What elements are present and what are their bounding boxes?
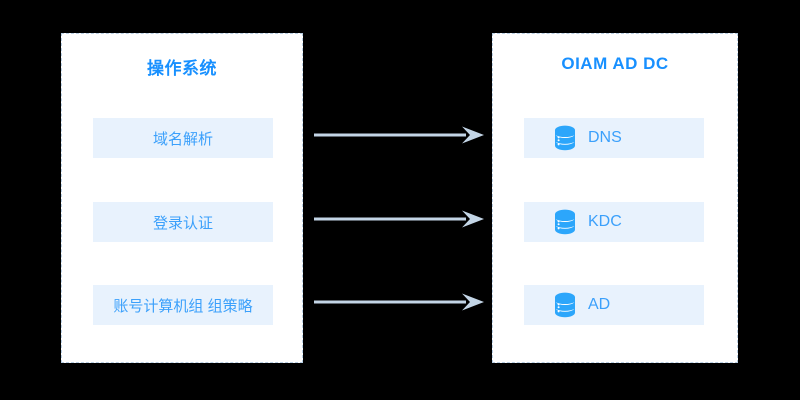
item-label: 域名解析	[152, 130, 213, 148]
item-label: AD	[588, 296, 611, 313]
item-label: 账号计算机组 组策略	[113, 297, 253, 315]
item-ad[interactable]: AD	[524, 285, 704, 325]
item-account-computer-group-policy[interactable]: 账号计算机组 组策略	[93, 285, 273, 325]
item-domain-resolution[interactable]: 域名解析	[93, 118, 273, 158]
panel-title-oiam-ad-dc: OIAM AD DC	[561, 54, 669, 73]
item-kdc[interactable]: KDC	[524, 202, 704, 242]
item-label: KDC	[588, 213, 622, 230]
arrow-right-icon-dns	[314, 126, 484, 144]
item-dns[interactable]: DNS	[524, 118, 704, 158]
item-label: DNS	[588, 129, 622, 146]
panel-title-operating-system: 操作系统	[147, 59, 217, 78]
panel-operating-system: 操作系统 域名解析 登录认证 账号计算机组 组策略	[61, 33, 303, 363]
database-icon	[555, 292, 575, 318]
item-login-authentication[interactable]: 登录认证	[93, 202, 273, 242]
arrow-right-icon-ad	[314, 293, 484, 311]
arrow-right-icon-kdc	[314, 210, 484, 228]
database-icon	[555, 125, 575, 151]
item-label: 登录认证	[152, 214, 213, 232]
database-icon	[555, 209, 575, 235]
panel-oiam-ad-dc: OIAM AD DC DNS KD	[492, 33, 738, 363]
